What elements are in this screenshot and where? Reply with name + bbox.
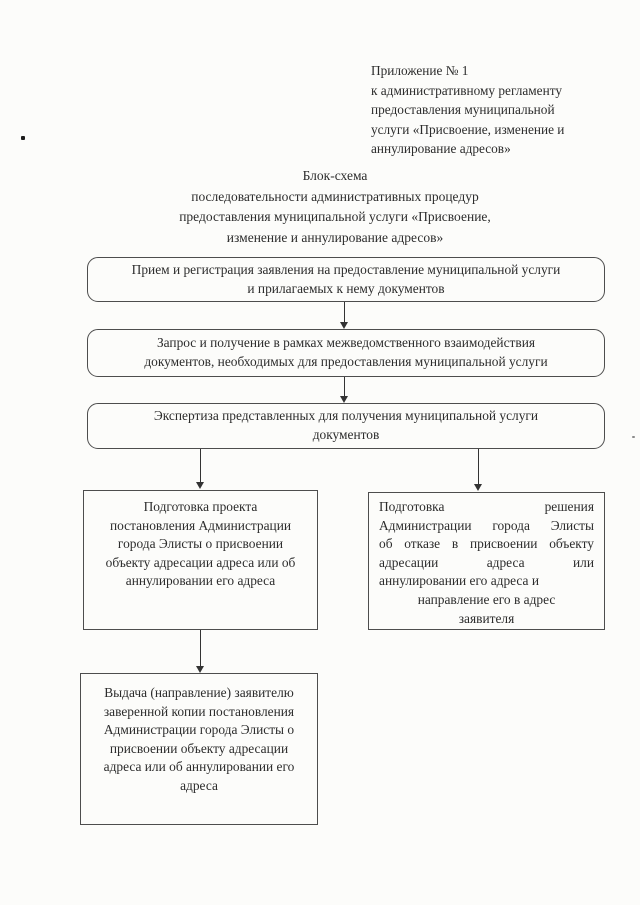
process-box-receive-registration: Прием и регистрация заявления на предост… — [87, 257, 605, 302]
flow-arrow-down — [339, 377, 350, 403]
text-line: Выдача (направление) заявителю — [104, 685, 294, 700]
text-line: аннулировании его адреса и — [379, 573, 539, 589]
text-line: документов, необходимых для предоставлен… — [144, 354, 548, 369]
text-line: присвоении объекту адресации — [109, 740, 289, 756]
text-line: Блок-схема — [302, 168, 368, 183]
text-line: города Элисты о присвоении — [117, 536, 284, 552]
text-line: заявителя — [458, 610, 515, 626]
text-line: документов — [312, 427, 380, 442]
text-line: Прием и регистрация заявления на предост… — [131, 261, 561, 277]
text-line: Администрации города Элисты о — [103, 722, 295, 738]
text-line: и прилагаемых к нему документов — [247, 280, 445, 296]
text-line: услуги «Присвоение, изменение и — [371, 121, 565, 137]
appendix-header-note: Приложение № 1 к административному реглам… — [371, 61, 621, 159]
text-line: изменение и аннулирование адресов» — [226, 229, 444, 245]
text-line: предоставления муниципальной — [371, 102, 555, 117]
process-box-expertise: Экспертиза представленных для получения … — [87, 403, 605, 449]
flow-arrow-down-left — [195, 449, 206, 489]
process-box-issue-copy: Выдача (направление) заявителю заверенной… — [80, 673, 318, 825]
text-line: аннулировании его адреса — [125, 573, 276, 589]
text-line: направление его в адрес — [417, 591, 556, 607]
page-title: Блок-схема последовательности администрат… — [55, 166, 615, 248]
text-line: адреса или об аннулировании его — [103, 759, 295, 775]
flow-arrow-down — [195, 630, 206, 673]
text-line: объекту адресации адреса или об — [105, 554, 296, 570]
text-line: постановления Администрации — [109, 517, 292, 533]
flow-arrow-down — [339, 302, 350, 329]
text-line: к административному регламенту — [371, 82, 562, 98]
text-line: Подготовка проекта — [143, 499, 258, 514]
scan-artifact-dot — [21, 136, 25, 140]
text-line: Запрос и получение в рамках межведомстве… — [156, 335, 536, 351]
text-line: Экспертиза представленных для получения … — [153, 408, 539, 424]
process-box-draft-resolution: Подготовка проекта постановления Админист… — [83, 490, 318, 630]
scan-artifact-dot — [632, 436, 635, 438]
text-line: последовательности административных проц… — [191, 188, 479, 204]
process-box-interagency-request: Запрос и получение в рамках межведомстве… — [87, 329, 605, 377]
text-line: адреса — [180, 777, 218, 793]
text-line: Приложение № 1 — [371, 63, 469, 78]
text-line: предоставления муниципальной услуги «При… — [179, 209, 491, 224]
text-line: аннулирование адресов» — [371, 141, 511, 156]
text-line: заверенной копии постановления — [103, 703, 295, 719]
flow-arrow-down-right — [473, 449, 484, 491]
